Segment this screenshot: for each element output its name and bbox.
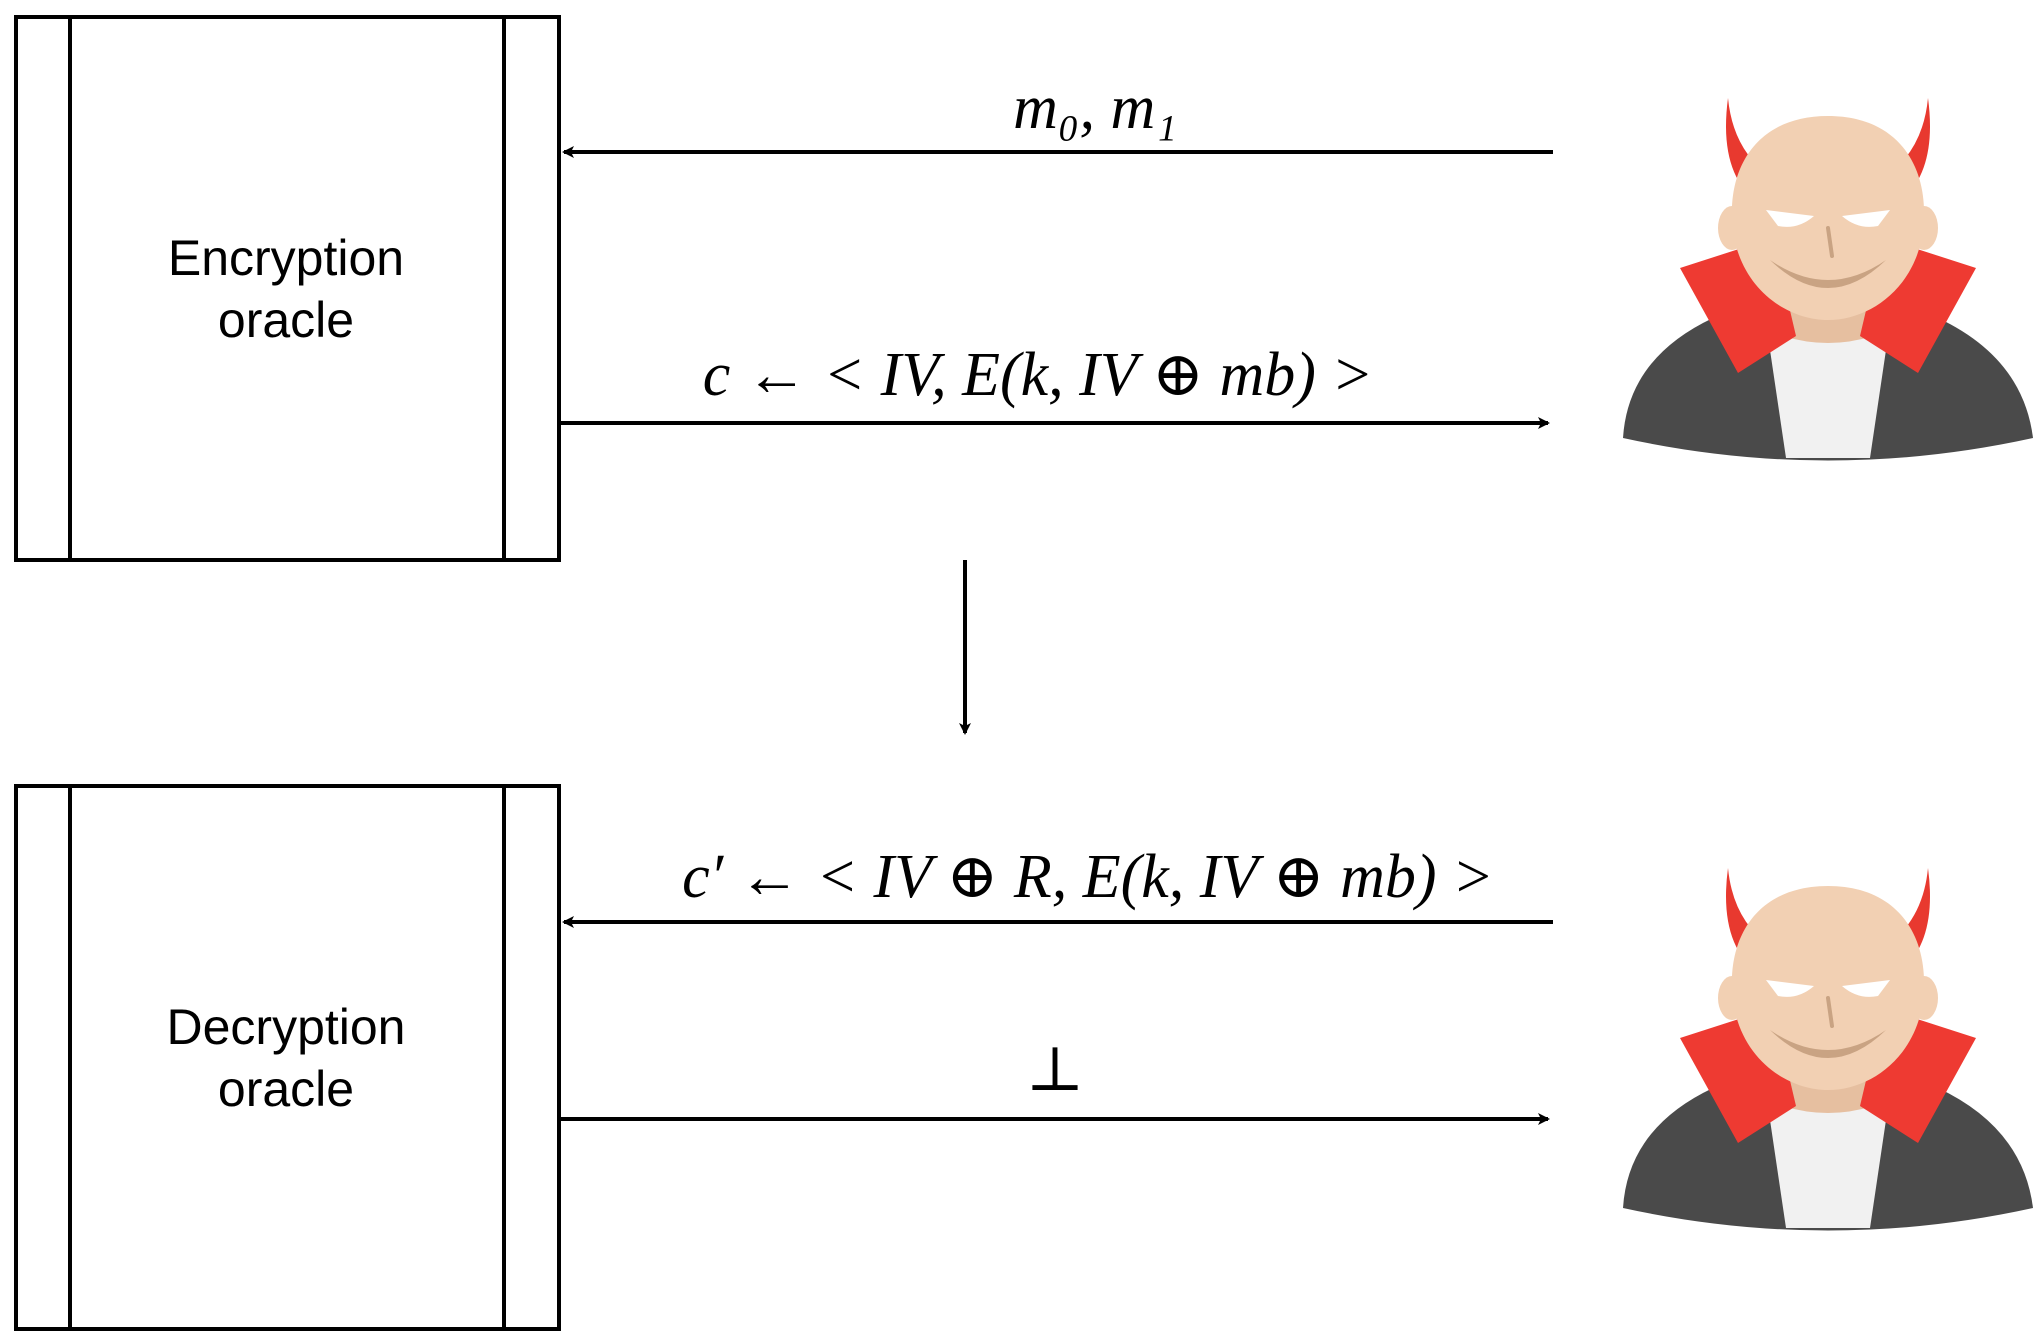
encryption-oracle-label-line1: Encryption xyxy=(168,230,404,286)
challenge-label: m₀, m₁ xyxy=(1013,74,1177,142)
ciphertext-label: c ← < IV, E(k, IV ⊕ mb) > xyxy=(703,341,1374,409)
reject-label: ⊥ xyxy=(1026,1036,1084,1104)
decryption-oracle-box: Decryption oracle xyxy=(14,784,561,1331)
modified-ciphertext-label: c′ ← < IV ⊕ R, E(k, IV ⊕ mb) > xyxy=(682,843,1494,911)
encryption-oracle-box: Encryption oracle xyxy=(14,15,561,562)
decryption-oracle-label-line2: oracle xyxy=(218,1061,354,1117)
encryption-oracle-label-line2: oracle xyxy=(218,292,354,348)
decryption-oracle-label-line1: Decryption xyxy=(167,999,406,1055)
devil-adversary-icon-bottom xyxy=(1621,866,2035,1233)
devil-adversary-icon-top xyxy=(1621,96,2035,463)
